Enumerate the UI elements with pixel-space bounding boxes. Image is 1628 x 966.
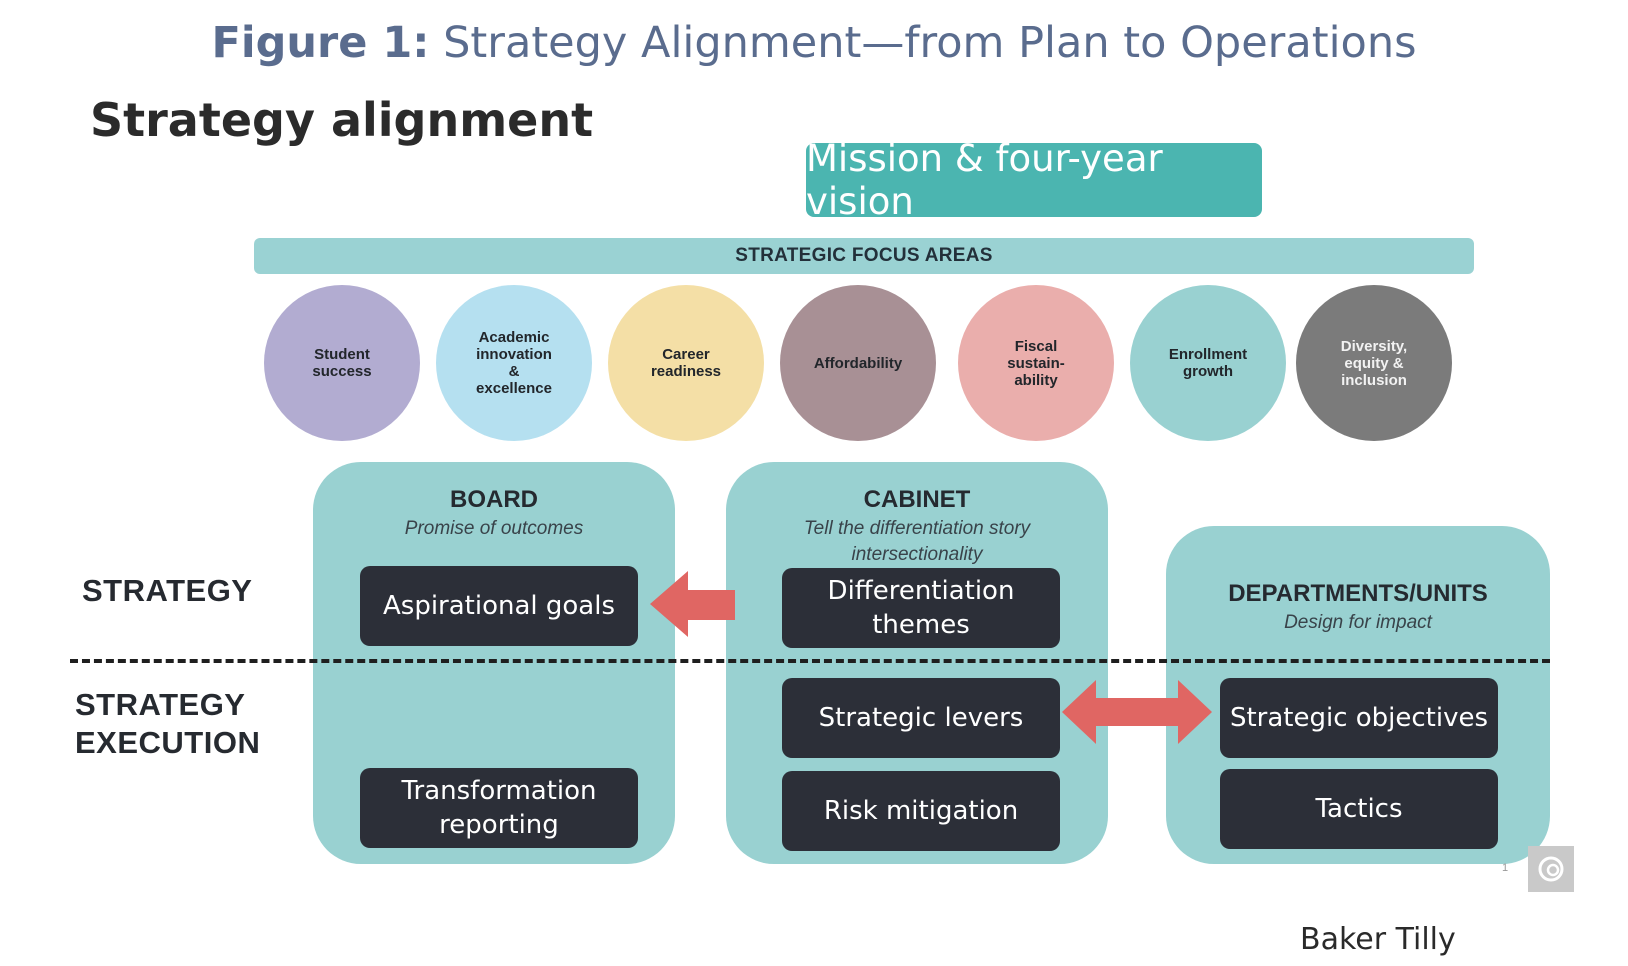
- focus-area-label: Affordability: [813, 354, 903, 372]
- focus-area-label: Academic innovation & excellence: [476, 329, 552, 397]
- strategic-levers-box: Strategic levers: [782, 678, 1060, 758]
- slide-title: Strategy alignment: [90, 93, 594, 147]
- aspirational-goals-box: Aspirational goals: [360, 566, 638, 646]
- risk-mitigation-box: Risk mitigation: [782, 771, 1060, 851]
- focus-area-fiscal-sustainability: Fiscal sustain- ability: [958, 285, 1114, 441]
- board-subtitle: Promise of outcomes: [404, 518, 584, 539]
- focus-area-label: Fiscal sustain- ability: [1007, 337, 1065, 389]
- cabinet-subtitle: Tell the differentiation story intersect…: [803, 518, 1031, 565]
- focus-area-academic-innovation: Academic innovation & excellence: [436, 285, 592, 441]
- page-number: 1: [1502, 862, 1509, 874]
- focus-area-diversity-equity-inclusion: Diversity, equity & inclusion: [1296, 285, 1452, 441]
- mission-vision-box: Mission & four-year vision: [806, 137, 1262, 223]
- row-label-strategy: STRATEGY: [82, 573, 253, 608]
- focus-area-label: Enrollment growth: [1168, 346, 1248, 380]
- strategic-focus-band: STRATEGIC FOCUS AREAS: [254, 238, 1474, 274]
- focus-area-enrollment-growth: Enrollment growth: [1130, 285, 1286, 441]
- strategic-objectives-box: Strategic objectives: [1220, 678, 1498, 758]
- left-arrow-icon: [650, 571, 735, 637]
- focus-area-label: Diversity, equity & inclusion: [1340, 337, 1408, 389]
- transformation-reporting-box: Transformation reporting: [360, 768, 638, 848]
- credit-text: Baker Tilly: [1300, 922, 1456, 957]
- focus-area-career-readiness: Career readiness: [608, 285, 764, 441]
- departments-title: DEPARTMENTS/UNITS: [1228, 580, 1488, 607]
- differentiation-themes-box: Differentiation themes: [782, 568, 1060, 648]
- figure-title: Figure 1: Strategy Alignment—from Plan t…: [0, 18, 1628, 68]
- tactics-box: Tactics: [1220, 769, 1498, 849]
- double-arrow-icon: [1062, 680, 1212, 744]
- focus-area-label: Student success: [312, 346, 372, 380]
- focus-area-student-success: Student success: [264, 285, 420, 441]
- departments-subtitle: Design for impact: [1284, 612, 1432, 633]
- baker-tilly-logo-icon: [1528, 846, 1574, 892]
- board-title: BOARD: [450, 486, 538, 513]
- strategy-divider-line: [70, 659, 1550, 663]
- figure-title-text: Strategy Alignment—from Plan to Operatio…: [443, 18, 1417, 68]
- cabinet-title: CABINET: [863, 486, 971, 513]
- figure-label: Figure 1:: [211, 18, 430, 68]
- focus-area-label: Career readiness: [650, 346, 722, 380]
- row-label-strategy-execution: STRATEGY EXECUTION: [75, 687, 261, 760]
- focus-area-affordability: Affordability: [780, 285, 936, 441]
